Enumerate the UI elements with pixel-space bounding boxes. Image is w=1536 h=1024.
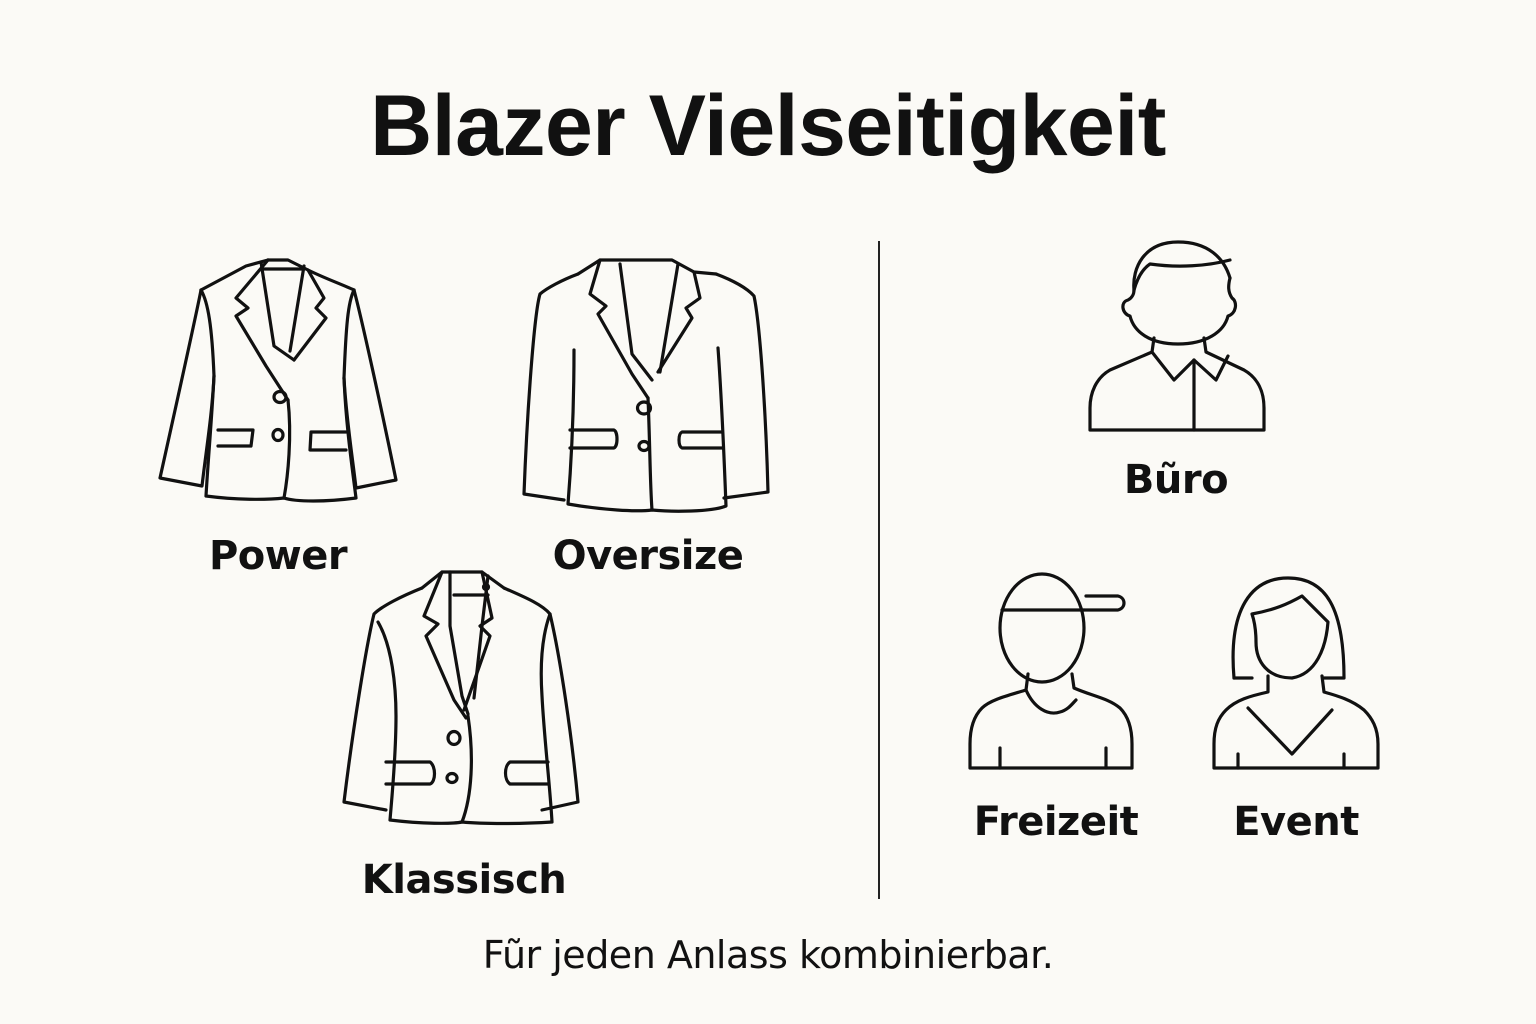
blazer-label-power: Power: [208, 533, 348, 579]
office-person-icon: [1088, 228, 1266, 434]
page-title: Blazer Vielseitigkeit: [370, 78, 1166, 174]
classic-blazer-icon: [342, 566, 582, 828]
blazer-icon: [156, 256, 400, 503]
occasion-label-buero: Bũro: [1123, 457, 1229, 503]
blazer-label-oversize: Oversize: [552, 533, 744, 579]
footer-caption: Fũr jeden Anlass kombinierbar.: [482, 933, 1054, 977]
event-woman-icon: [1212, 568, 1380, 772]
occasion-label-event: Event: [1233, 799, 1359, 845]
section-divider: [878, 241, 880, 899]
blazer-label-klassisch: Klassisch: [361, 857, 567, 903]
casual-person-cap-icon: [968, 568, 1136, 772]
occasion-label-freizeit: Freizeit: [973, 799, 1139, 845]
oversize-blazer-icon: [522, 254, 770, 513]
